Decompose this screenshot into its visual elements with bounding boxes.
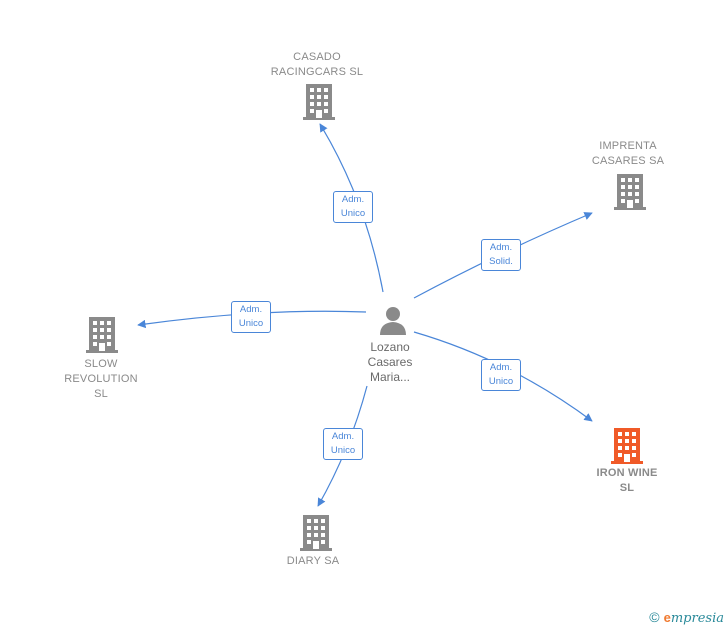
brand-logo-text: mpresia — [670, 611, 724, 626]
person-name[interactable]: Lozano Casares Maria... — [367, 340, 413, 384]
company-name-iron-wine[interactable]: IRON WINE SL — [596, 467, 658, 494]
brand-logo-initial: e — [663, 610, 671, 625]
company-name-diary[interactable]: DIARY SA — [286, 555, 340, 567]
person-icon[interactable] — [377, 304, 409, 341]
building-icon[interactable] — [300, 515, 332, 556]
copyright-symbol: © — [649, 609, 660, 625]
building-icon-highlighted[interactable] — [611, 428, 643, 469]
building-icon[interactable] — [303, 84, 335, 125]
brand-footer[interactable]: ©empresia — [649, 609, 724, 626]
role-badge-imprenta-casares: Adm. Solid. — [481, 239, 521, 271]
building-icon[interactable] — [614, 174, 646, 215]
role-badge-slow-revolution: Adm. Unico — [231, 301, 271, 333]
company-name-casado-racingcars[interactable]: CASADO RACINGCARS SL — [270, 51, 364, 78]
company-name-slow-revolution[interactable]: SLOW REVOLUTION SL — [64, 358, 138, 400]
role-badge-diary: Adm. Unico — [323, 428, 363, 460]
company-name-imprenta-casares[interactable]: IMPRENTA CASARES SA — [591, 140, 665, 167]
building-icon[interactable] — [86, 317, 118, 358]
role-badge-iron-wine: Adm. Unico — [481, 359, 521, 391]
role-badge-casado-racingcars: Adm. Unico — [333, 191, 373, 223]
